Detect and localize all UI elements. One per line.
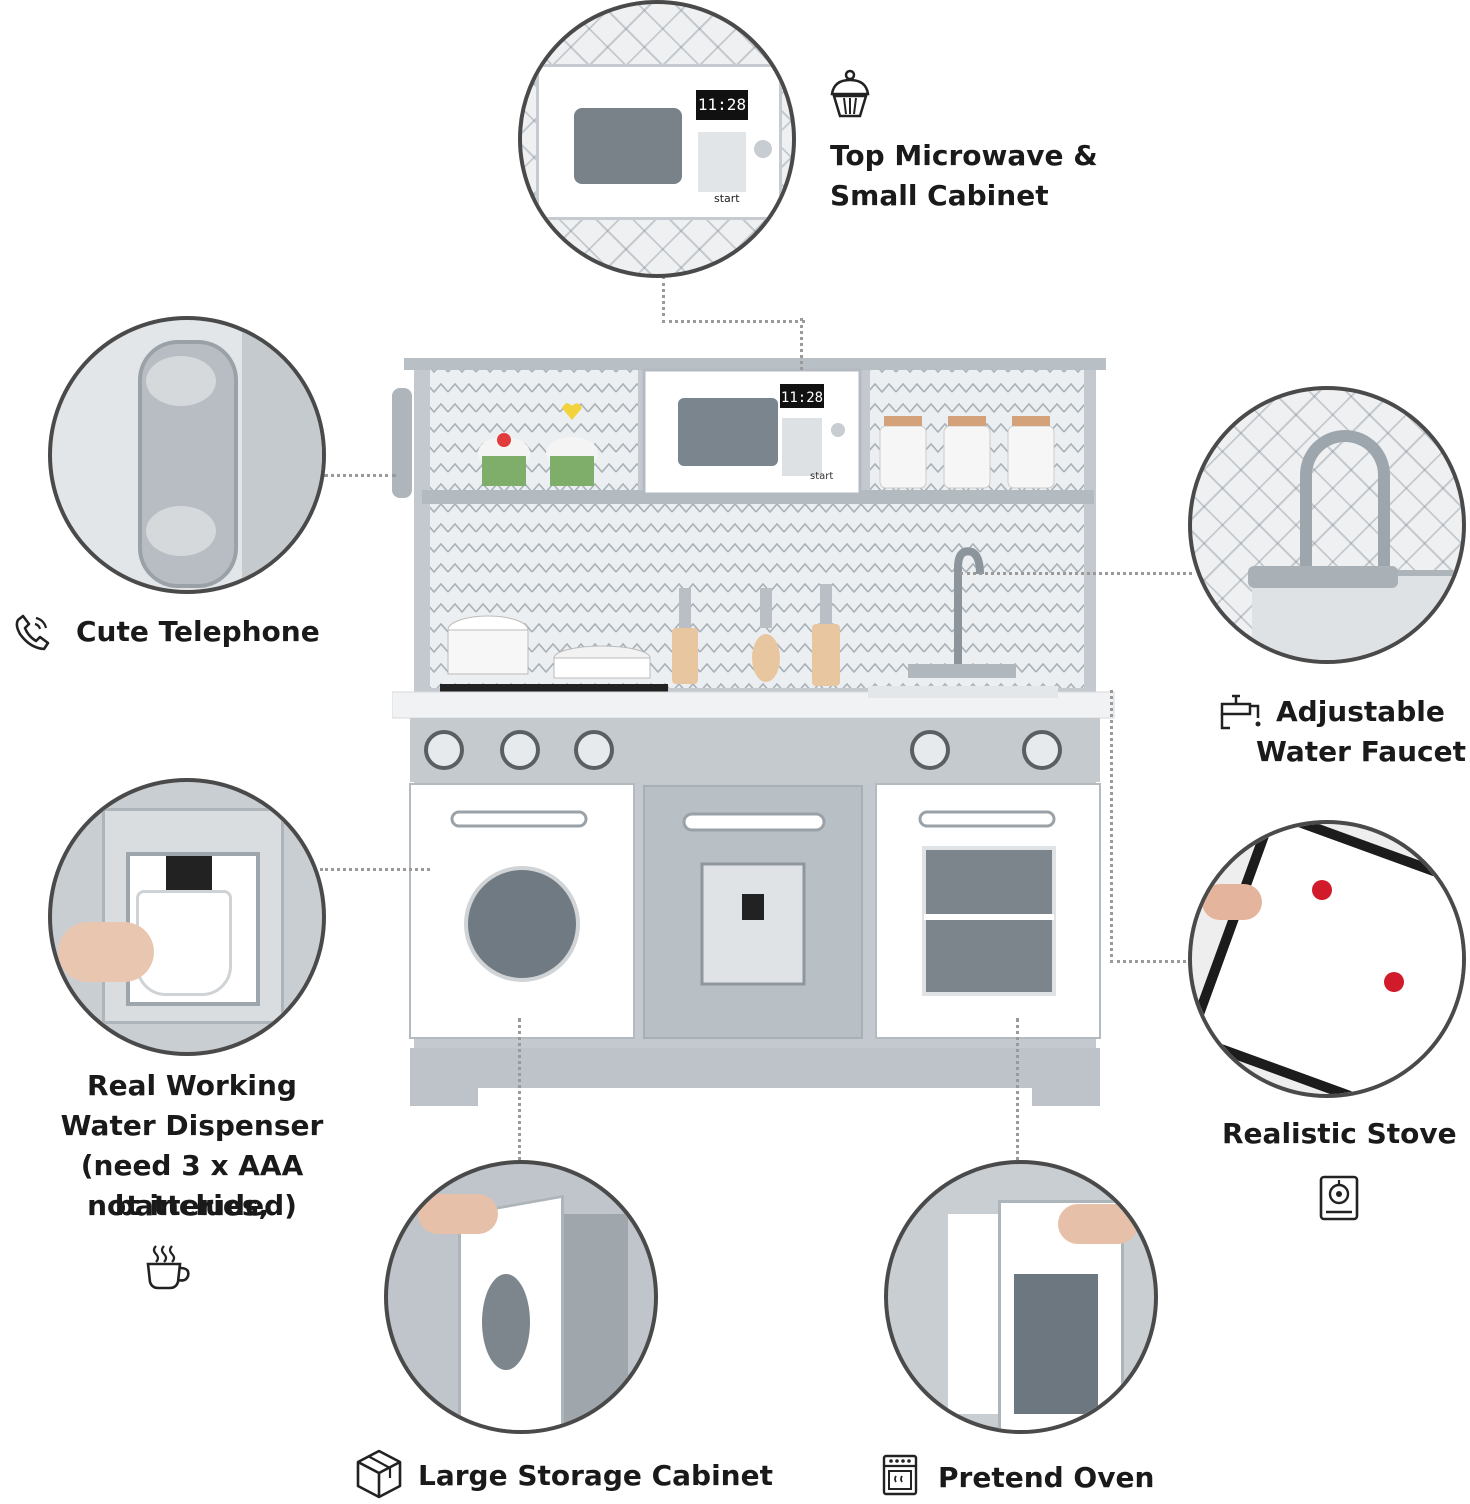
dispenser-label-line1: Real Working (87, 1069, 297, 1102)
telephone-label: Cute Telephone (76, 615, 320, 648)
connector-microwave (662, 276, 805, 323)
microwave-knob (754, 140, 772, 158)
dispenser-nozzle (166, 856, 212, 896)
dispenser-label-line2: Water Dispenser (60, 1109, 324, 1142)
storage-zoom-circle (384, 1160, 658, 1434)
box-icon (354, 1448, 404, 1500)
faucet-zoom-circle (1188, 386, 1466, 664)
connector-dispenser (320, 868, 430, 871)
stove-zoom-circle (1188, 820, 1466, 1098)
microwave-label-line2: Small Cabinet (830, 179, 1049, 212)
kitchen-start: start (810, 471, 833, 482)
faucet-label-line2: Water Faucet (1256, 735, 1466, 768)
stove-burner-2 (1384, 972, 1404, 992)
oven-hand (1058, 1204, 1138, 1244)
kitchen-clock: 11:28 (781, 390, 823, 406)
faucet-icon (1218, 692, 1262, 732)
coffee-cup-icon (142, 1240, 194, 1292)
oven-icon (882, 1454, 918, 1496)
oven-door-window (1014, 1274, 1098, 1414)
storage-label: Large Storage Cabinet (418, 1459, 773, 1492)
phone-icon (14, 612, 52, 652)
telephone-side-panel (242, 320, 322, 590)
cupcake-icon (826, 68, 874, 120)
dispenser-zoom-circle (48, 778, 326, 1056)
microwave-keypad (698, 132, 746, 192)
connector-microwave-down (800, 318, 803, 370)
dispenser-hand (58, 922, 154, 982)
dispenser-label-line4: not included) (87, 1189, 297, 1222)
connector-stove (1110, 690, 1193, 963)
telephone-zoom-circle (48, 316, 326, 594)
storage-door-window (482, 1274, 530, 1370)
stove-cooktop (1192, 824, 1462, 1094)
oven-zoom-circle (884, 1160, 1158, 1434)
connector-storage (518, 1018, 521, 1168)
stove-label: Realistic Stove (1222, 1117, 1457, 1150)
dispenser-label-line3: (need 3 x AAA batteries, (80, 1149, 304, 1222)
telephone-bottom-cup (146, 506, 216, 556)
faucet-label-line1: Adjustable (1276, 695, 1445, 728)
faucet-spout (1300, 430, 1390, 570)
stove-icon (1318, 1174, 1360, 1222)
telephone-top-cup (146, 356, 216, 406)
faucet-base (1248, 566, 1398, 588)
kitchen-svg: 11:28 start (391, 358, 1115, 1122)
oven-label: Pretend Oven (938, 1461, 1155, 1494)
storage-hand (418, 1194, 498, 1234)
microwave-window (574, 108, 682, 184)
microwave-start-key: start (714, 192, 740, 205)
microwave-clock-display: 11:28 (696, 90, 748, 120)
kitchen-illustration: 11:28 start (391, 358, 1118, 1122)
stove-burner-1 (1312, 880, 1332, 900)
connector-faucet (960, 572, 1192, 575)
microwave-label-line1: Top Microwave & (830, 139, 1098, 172)
connector-telephone (324, 474, 396, 477)
stove-finger (1202, 884, 1262, 920)
microwave-zoom-circle: 11:28 start (518, 0, 796, 278)
connector-oven (1016, 1018, 1019, 1168)
